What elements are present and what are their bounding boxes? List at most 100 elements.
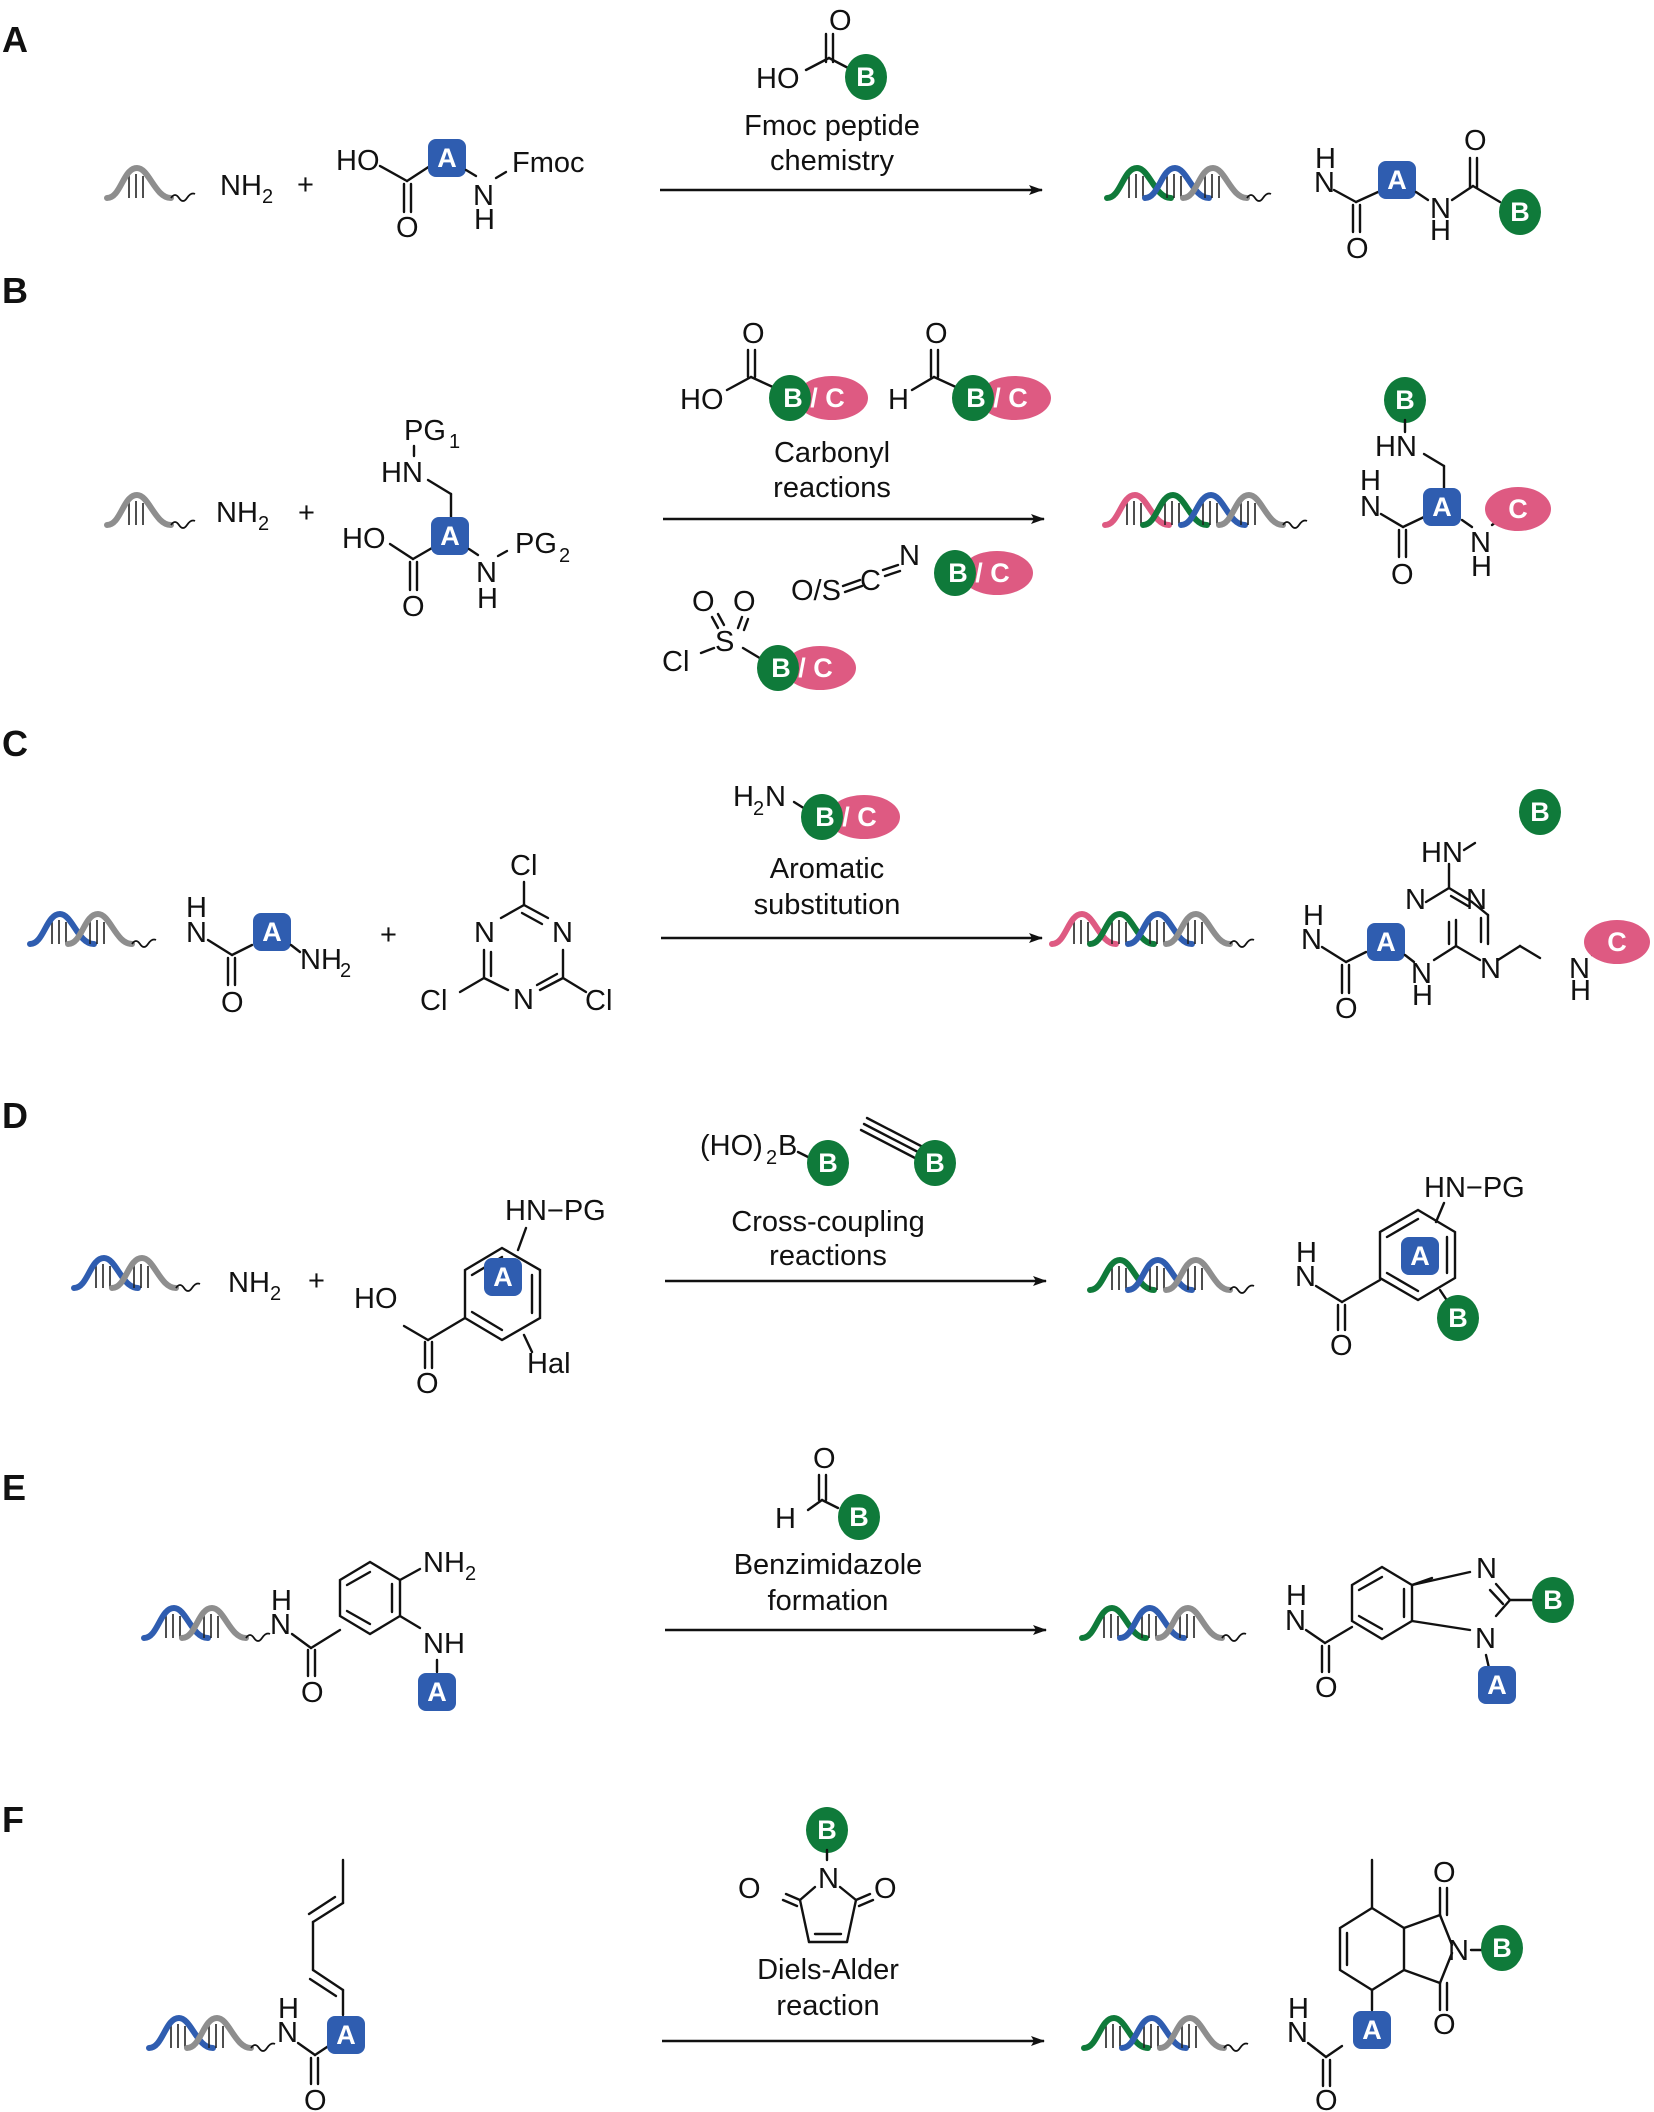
atom-o: O: [1433, 1857, 1456, 1889]
badge-a-shape: [253, 913, 291, 951]
badge-a: A: [1401, 1237, 1439, 1275]
reaction-caption-line2: chemistry: [770, 145, 895, 177]
dna-strand-icon: [104, 164, 196, 202]
atom-h: H: [1430, 215, 1451, 247]
dna-strand-segment: [1081, 2014, 1151, 2051]
badge-b-shape: [845, 54, 887, 100]
panel-label-e: E: [2, 1467, 26, 1508]
plus-sign: +: [308, 1265, 325, 1297]
atom-o: O: [829, 5, 852, 37]
subscript-2: 2: [766, 1147, 777, 1169]
atom-cl: Cl: [585, 985, 612, 1017]
linker-squiggle: [245, 1632, 271, 1642]
linker-squiggle: [1223, 2042, 1249, 2052]
dna-strand-segment: [1178, 491, 1248, 528]
atom-hn-pg: HN−PG: [505, 1195, 606, 1227]
dna-strand-segment: [104, 164, 174, 201]
badge-a-shape: [1401, 1237, 1439, 1275]
badge-b: B: [845, 54, 887, 100]
linker-squiggle: [1246, 192, 1272, 202]
badge-a-label: A: [440, 521, 460, 551]
product-c: H N O A N H N N N HN B N: [1301, 789, 1650, 1025]
atom-n: N: [277, 2017, 298, 2049]
atom-n: N: [1295, 1261, 1316, 1293]
atom-n: N: [1405, 884, 1426, 916]
reaction-caption-line1: Benzimidazole: [734, 1549, 923, 1581]
badge-c-shape: [828, 795, 900, 839]
dna-strand-segment: [1155, 1604, 1225, 1641]
atom-o: O: [738, 1873, 761, 1905]
product-benzimidazole: H N O N B N A: [1285, 1553, 1574, 1704]
atom-h: H: [1286, 1580, 1307, 1612]
badge-a-shape: [327, 2016, 365, 2054]
atom-n: N: [270, 1609, 291, 1641]
badge-b-label: B: [1492, 1933, 1512, 1963]
reaction-caption-line2: reactions: [769, 1240, 887, 1272]
atom-hal: Hal: [527, 1348, 571, 1380]
reagent-carboxylic-acid-b: O HO B: [756, 5, 887, 100]
dna-strand-segment: [1104, 164, 1174, 201]
badge-bc: B / C: [801, 794, 900, 840]
atom-h: H: [1471, 551, 1492, 583]
badge-b-shape: [952, 375, 994, 421]
dna-strand-icon: [71, 1254, 201, 1292]
atom-o: O: [304, 2085, 327, 2112]
dna-strand-icon: [146, 2014, 276, 2052]
badge-b-label: B: [1543, 1585, 1563, 1615]
atom-n: N: [1301, 924, 1322, 956]
atom-o: O: [1433, 2009, 1456, 2041]
dna-strand-segment: [71, 1254, 141, 1291]
dna-strand-segment: [141, 1604, 211, 1641]
dna-strand-segment: [104, 491, 174, 528]
subscript-2: 2: [559, 545, 570, 567]
atom-nh2: NH: [216, 497, 258, 529]
dna-strand-segment: [1216, 491, 1286, 528]
atom-h: H: [186, 892, 207, 924]
badge-c-shape: [1485, 487, 1551, 531]
atom-h: H: [1303, 900, 1324, 932]
panel-label-f: F: [2, 1799, 24, 1840]
badge-a-label: A: [1432, 492, 1452, 522]
reaction-caption-line2: formation: [768, 1585, 889, 1617]
dna-strand-icon: [1079, 1604, 1247, 1642]
atom-nh2: NH: [220, 170, 262, 202]
atom-n: N: [1285, 1605, 1306, 1637]
atom-o: O: [221, 987, 244, 1019]
badge-c-shape: [784, 646, 856, 690]
panel-e: E O H B Benzimidazole formation H N O NH…: [2, 1443, 1574, 1711]
atom-h: H: [1360, 465, 1381, 497]
badge-a: A: [484, 1258, 522, 1296]
panel-label-b: B: [2, 270, 28, 311]
subscript-2: 2: [465, 1563, 476, 1585]
badge-a-shape: [1423, 488, 1461, 526]
badge-b: B: [914, 1140, 956, 1186]
atom-n: N: [1430, 193, 1451, 225]
atom-fmoc: Fmoc: [512, 147, 585, 179]
badge-a: A: [428, 139, 466, 177]
badge-a: A: [253, 913, 291, 951]
atom-o: O: [1315, 1672, 1338, 1704]
atom-o: O: [1464, 125, 1487, 157]
reactant-diaminobenzamide-a: H N O NH 2 NH A: [270, 1547, 476, 1711]
linker-squiggle: [170, 519, 196, 529]
badge-a-shape: [1367, 923, 1405, 961]
dna-strand-icon: [1081, 2014, 1249, 2052]
dna-strand-segment: [1119, 2014, 1189, 2051]
badge-c-shape: [979, 376, 1051, 420]
badge-b-label: B: [1448, 1303, 1468, 1333]
badge-b-shape: [807, 1140, 849, 1186]
panel-d: D (HO) 2 B B B Cross-coupling reactions …: [2, 1095, 1525, 1400]
badge-a: A: [1378, 161, 1416, 199]
atom-cl: Cl: [662, 646, 689, 678]
atom-h: H: [1412, 980, 1433, 1012]
badge-bc-label: B / C: [966, 383, 1028, 413]
atom-ho: HO: [354, 1283, 398, 1315]
atom-n: N: [552, 917, 573, 949]
dna-strand-segment: [109, 1254, 179, 1291]
badge-c: C: [1485, 487, 1551, 531]
badge-a: A: [1478, 1666, 1516, 1704]
atom-h: H: [271, 1585, 292, 1617]
badge-b-shape: [757, 645, 799, 691]
atom-nh2: NH: [228, 1267, 270, 1299]
dna-strand-icon: [1102, 491, 1308, 529]
